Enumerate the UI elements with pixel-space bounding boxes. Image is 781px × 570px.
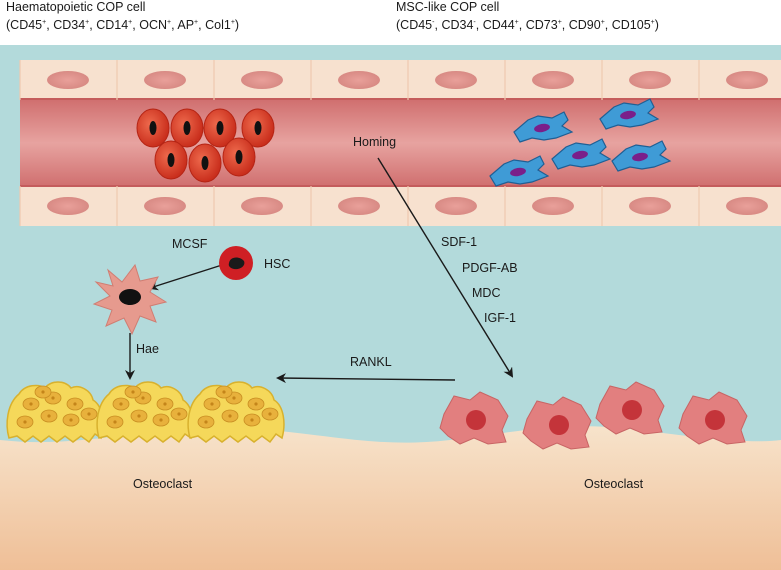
marker-sign: + [42, 19, 47, 26]
osteoclasts [6, 381, 285, 444]
endothelial-nucleus [144, 197, 186, 215]
msc-derived-cells [439, 381, 748, 450]
factor-pdgfab-label: PDGF-AB [462, 261, 518, 275]
msc-derived-cell [439, 391, 509, 445]
haematopoietic-cop-cell [188, 143, 222, 183]
haematopoietic-cop-cell [222, 137, 256, 177]
marker-sign: + [128, 19, 133, 26]
blood-vessel [19, 60, 781, 226]
marker-sign: + [557, 19, 562, 26]
msc-like-cop-header: MSC-like COP cell (CD45-, CD34-, CD44+, … [396, 0, 659, 33]
hsc-cell [219, 246, 253, 280]
endothelial-nucleus [629, 71, 671, 89]
msc-like-cop-markers: (CD45-, CD34-, CD44+, CD73+, CD90+, CD10… [396, 18, 659, 33]
marker-name: CD34 [441, 18, 474, 33]
endothelial-nucleus [47, 71, 89, 89]
msc-derived-cell [595, 381, 665, 435]
marker-name: CD14 [96, 18, 129, 33]
osteoclast-cell [96, 381, 194, 444]
haematopoietic-cop-cell [154, 140, 188, 180]
hsc-label: HSC [264, 257, 291, 271]
factor-sdf1-label: SDF-1 [441, 235, 478, 249]
msc-like-cop-cell [551, 138, 612, 170]
marker-name: AP [177, 18, 195, 33]
marker-sign: + [167, 19, 172, 26]
marker-sign: - [432, 19, 435, 26]
marker-name: CD105 [611, 18, 651, 33]
endothelial-nucleus [338, 71, 380, 89]
bone-surface [0, 426, 781, 570]
marker-sign: + [230, 19, 235, 26]
marker-sign: + [514, 19, 519, 26]
haematopoietic-cop-markers: (CD45+, CD34+, CD14+, OCN+, AP+, Col1+) [6, 18, 240, 33]
endothelial-nucleus [435, 197, 477, 215]
msc-derived-cell [678, 391, 748, 445]
marker-name: Col1 [205, 18, 231, 33]
endothelial-nucleus [47, 197, 89, 215]
marker-name: CD90 [568, 18, 601, 33]
haematopoietic-cop-cell [203, 108, 237, 148]
vessel-lumen [20, 98, 781, 188]
haematopoietic-cop-cells [136, 108, 275, 183]
factor-mdc-label: MDC [472, 286, 501, 300]
marker-name: CD45 [400, 18, 433, 33]
msc-like-cop-title: MSC-like COP cell [396, 0, 500, 14]
msc-like-cop-cell [599, 98, 660, 130]
marker-name: CD44 [482, 18, 515, 33]
osteoclast-cell [187, 381, 285, 444]
haematopoietic-cop-cell [136, 108, 170, 148]
marker-sign: + [85, 19, 90, 26]
marker-sign: + [650, 19, 655, 26]
osteoclast-precursor-cell [92, 263, 168, 336]
msc-derived-cell [522, 396, 592, 450]
homing-arrow [377, 157, 514, 378]
msc-like-cop-cells [489, 98, 672, 187]
mcsf-label: MCSF [172, 237, 208, 251]
haematopoietic-cop-title: Haematopoietic COP cell [6, 0, 146, 14]
rankl-label: RANKL [350, 355, 392, 369]
endothelial-nucleus [435, 71, 477, 89]
msc-like-cop-cell [611, 140, 672, 172]
marker-name: CD34 [53, 18, 86, 33]
marker-sign: + [194, 19, 199, 26]
marker-name: OCN [139, 18, 167, 33]
osteoclast-right-label: Osteoclast [584, 477, 644, 491]
hae-label: Hae [136, 342, 159, 356]
endothelial-nucleus [726, 197, 768, 215]
msc-like-cop-cell [513, 111, 574, 143]
endothelial-nucleus [532, 197, 574, 215]
endothelial-nucleus [532, 71, 574, 89]
endothelial-nucleus [144, 71, 186, 89]
marker-sign: - [473, 19, 476, 26]
endothelial-nucleus [726, 71, 768, 89]
marker-sign: + [600, 19, 605, 26]
marker-name: CD45 [10, 18, 43, 33]
msc-like-cop-cell [489, 155, 550, 187]
endothelial-nucleus [338, 197, 380, 215]
mcsf-arrow [148, 264, 223, 291]
haematopoietic-cop-cell [241, 108, 275, 148]
haematopoietic-cop-cell [170, 108, 204, 148]
endothelial-nucleus [629, 197, 671, 215]
rankl-arrow [276, 373, 456, 384]
endothelial-nucleus [241, 71, 283, 89]
homing-label: Homing [353, 135, 397, 149]
marker-name: CD73 [525, 18, 558, 33]
factor-igf1-label: IGF-1 [484, 311, 516, 325]
haematopoietic-cop-header: Haematopoietic COP cell (CD45+, CD34+, C… [6, 0, 239, 33]
osteoclast-left-label: Osteoclast [133, 477, 193, 491]
osteoclast-cell [6, 381, 104, 444]
endothelial-nucleus [241, 197, 283, 215]
